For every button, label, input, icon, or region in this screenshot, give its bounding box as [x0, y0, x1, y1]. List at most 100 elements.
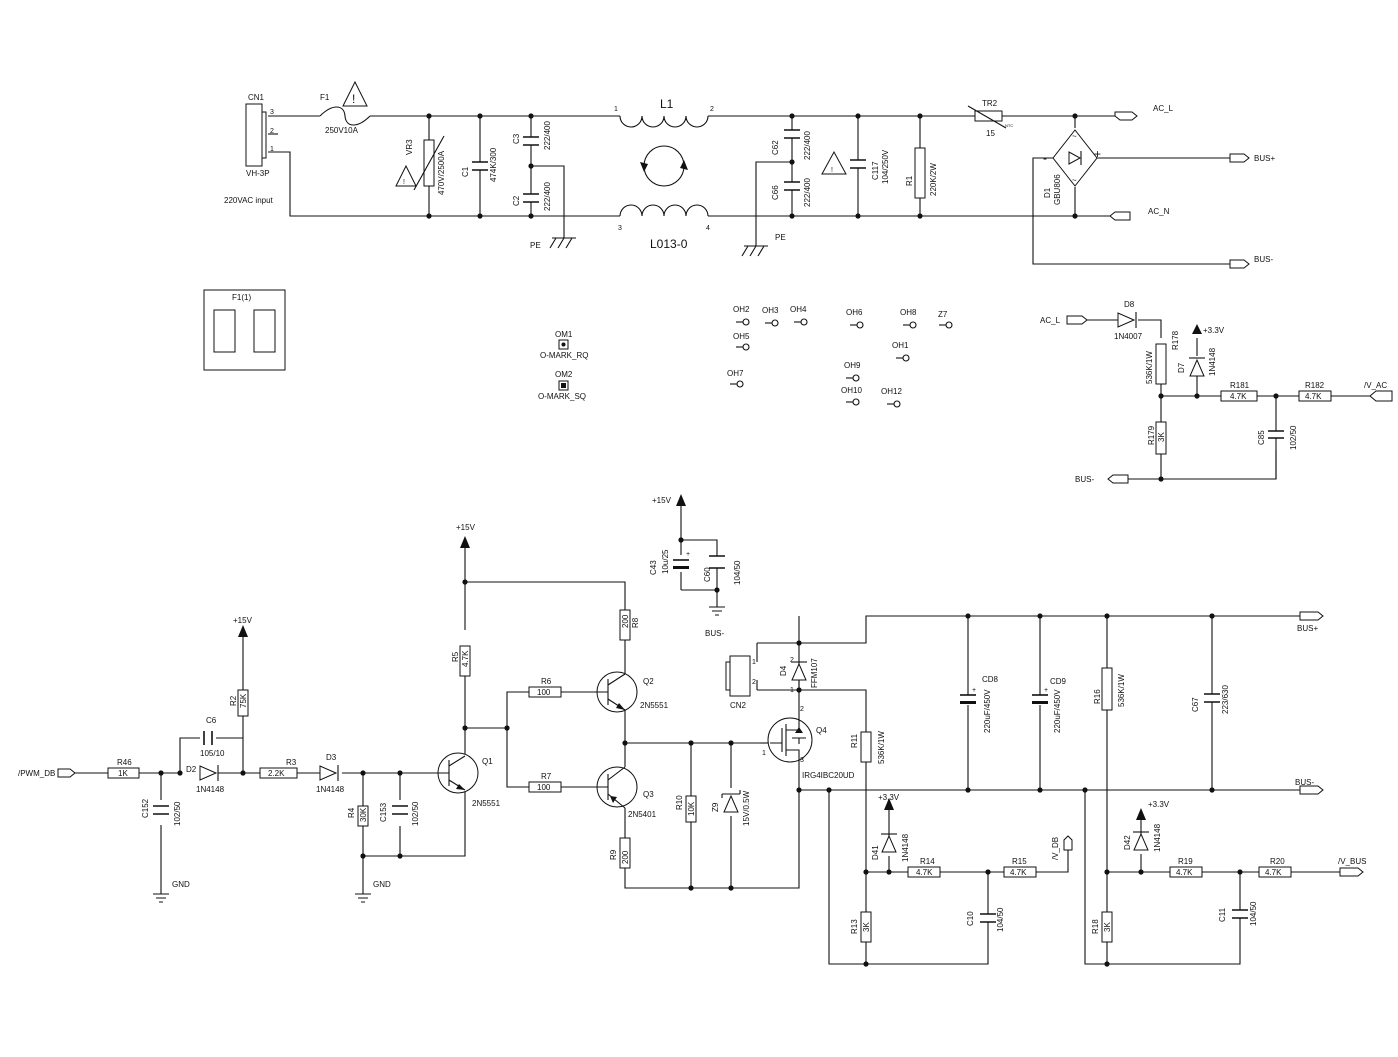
svg-text:30K: 30K — [359, 807, 368, 822]
svg-text:Q1: Q1 — [482, 757, 493, 766]
svg-text:+: + — [686, 551, 690, 558]
svg-text:R6: R6 — [541, 677, 552, 686]
svg-text:222/400: 222/400 — [543, 182, 552, 211]
svg-text:/PWM_DB: /PWM_DB — [18, 769, 55, 778]
resistor-r179: R179 3K — [1147, 421, 1167, 455]
svg-text:R4: R4 — [347, 807, 356, 818]
svg-text:R2: R2 — [229, 695, 238, 706]
svg-text:C117: C117 — [871, 161, 880, 180]
port-ac-l: AC_L — [1114, 104, 1174, 121]
resistor-r9: R9 200 — [609, 837, 631, 869]
port-v-db: /V_DB — [1051, 835, 1073, 860]
capacitor-c60: C60 104/50 — [703, 555, 742, 585]
svg-text:R16: R16 — [1093, 689, 1102, 704]
svg-text:-: - — [1043, 151, 1047, 165]
port-bus-minus-top: BUS- — [1229, 255, 1273, 269]
resistor-r20: R20 4.7K — [1258, 857, 1292, 878]
transistor-q2: Q2 2N5551 — [594, 671, 669, 713]
bridge-d1: ~ ~ - + D1 GBU806 — [1043, 129, 1101, 205]
diode-d8: D8 1N4007 — [1114, 300, 1143, 341]
fuse-holder-f1-1: F1(1) — [203, 289, 286, 371]
svg-text:4.7K: 4.7K — [461, 650, 470, 667]
svg-text:3: 3 — [618, 225, 622, 232]
fiducial-om2: OM2 O-MARK_SQ — [538, 370, 586, 401]
svg-text:OM2: OM2 — [555, 370, 573, 379]
svg-text:220uF/450V: 220uF/450V — [983, 689, 992, 733]
supply-15v-q1: +15V — [456, 523, 476, 548]
svg-text:D42: D42 — [1123, 835, 1132, 850]
fiducial-om1: OM1 O-MARK_RQ — [540, 330, 588, 360]
supply-3v3-d7: +3.3V — [1192, 324, 1225, 335]
svg-text:R178: R178 — [1171, 330, 1180, 350]
svg-text:Q3: Q3 — [643, 790, 654, 799]
port-ac-l-sense: AC_L — [1040, 315, 1088, 325]
svg-text:C153: C153 — [379, 802, 388, 822]
svg-text:4.7K: 4.7K — [1176, 868, 1193, 877]
diode-d42: D42 1N4148 — [1123, 823, 1162, 852]
svg-text:10K: 10K — [687, 801, 696, 816]
port-ac-n: AC_N — [1109, 207, 1170, 221]
svg-text:15: 15 — [986, 129, 995, 138]
capacitor-c2: C2 222/400 — [512, 182, 552, 211]
svg-text:105/10: 105/10 — [200, 749, 225, 758]
svg-text:VH-3P: VH-3P — [246, 169, 270, 178]
capacitor-c117: ! C117 104/250V — [821, 149, 890, 184]
svg-text:2: 2 — [270, 128, 274, 135]
port-bus-plus: BUS+ — [1297, 611, 1324, 633]
svg-text:1N4148: 1N4148 — [901, 833, 910, 862]
svg-text:100: 100 — [537, 688, 551, 697]
supply-15v-r2: +15V — [233, 616, 253, 637]
svg-text:2N5551: 2N5551 — [640, 701, 669, 710]
svg-text:R8: R8 — [631, 617, 640, 628]
svg-text:1N4148: 1N4148 — [1208, 347, 1217, 376]
svg-text:OH7: OH7 — [727, 369, 744, 378]
resistor-r8: 200 R8 — [619, 609, 640, 641]
svg-text:OH6: OH6 — [846, 308, 863, 317]
capacitor-c43: + C43 10u/25 — [649, 549, 690, 575]
svg-text:102/50: 102/50 — [1289, 425, 1298, 450]
svg-text:R1: R1 — [905, 175, 914, 186]
fuse-f1: F1 250V10A ! — [319, 80, 371, 135]
svg-text:220K/2W: 220K/2W — [929, 163, 938, 196]
resistor-r2: R2 75K — [229, 689, 249, 717]
svg-text:R18: R18 — [1091, 919, 1100, 934]
svg-text:222/400: 222/400 — [803, 178, 812, 207]
svg-text:AC_L: AC_L — [1040, 316, 1061, 325]
diode-d3: D3 1N4148 — [316, 753, 345, 794]
port-pwm-db: /PWM_DB — [18, 768, 76, 778]
svg-text:IRG4IBC20UD: IRG4IBC20UD — [802, 771, 855, 780]
svg-text:D3: D3 — [326, 753, 337, 762]
port-bus-minus: BUS- — [1295, 778, 1324, 795]
svg-text:PE: PE — [775, 233, 786, 242]
capacitor-cd9: + CD9 220uF/450V — [1032, 677, 1067, 733]
svg-text:Q4: Q4 — [816, 726, 827, 735]
resistor-r15: R15 4.7K — [1003, 857, 1037, 878]
svg-text:C85: C85 — [1257, 430, 1266, 445]
zener-z9: Z9 15V/0.5W — [711, 790, 751, 826]
svg-text:R19: R19 — [1178, 857, 1193, 866]
svg-text:O-MARK_SQ: O-MARK_SQ — [538, 392, 586, 401]
svg-text:CD9: CD9 — [1050, 677, 1067, 686]
svg-text:4.7K: 4.7K — [1010, 868, 1027, 877]
transistor-q3: Q3 2N5401 — [594, 766, 657, 819]
svg-text:!: ! — [831, 167, 833, 174]
svg-text:102/50: 102/50 — [411, 801, 420, 826]
svg-text:TR2: TR2 — [982, 99, 998, 108]
port-v-ac: /V_AC — [1364, 381, 1393, 402]
ground-gnd-r4: GND — [355, 880, 391, 903]
svg-text:AC_N: AC_N — [1148, 207, 1170, 216]
svg-text:+15V: +15V — [652, 496, 672, 505]
capacitor-c6: C6 105/10 — [200, 716, 225, 758]
diode-d7: D7 1N4148 — [1177, 347, 1217, 377]
svg-text:R15: R15 — [1012, 857, 1027, 866]
svg-text:+: + — [1094, 147, 1101, 161]
svg-text:104/50: 104/50 — [733, 560, 742, 585]
svg-text:GND: GND — [373, 880, 391, 889]
resistor-r19: R19 4.7K — [1169, 857, 1203, 878]
svg-text:2N5551: 2N5551 — [472, 799, 501, 808]
choke-l1: L1 L013-0 1 2 3 4 — [614, 97, 714, 251]
svg-text:C2: C2 — [512, 195, 521, 206]
svg-text:4: 4 — [706, 225, 710, 232]
svg-text:R10: R10 — [675, 795, 684, 810]
svg-text:1: 1 — [762, 750, 766, 757]
